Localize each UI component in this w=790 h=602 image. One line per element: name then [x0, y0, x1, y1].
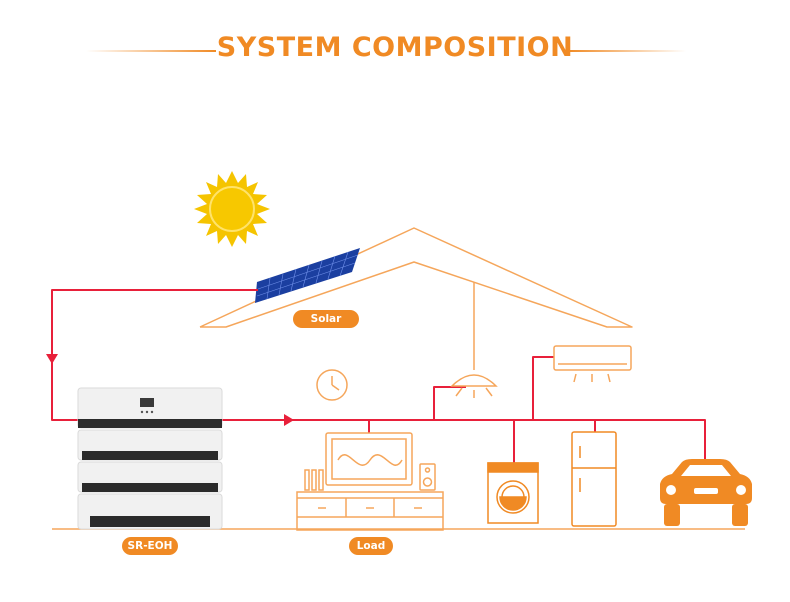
- refrigerator-icon: [571, 431, 617, 527]
- arrow-down-icon: [46, 354, 58, 364]
- clock-icon: [316, 369, 348, 401]
- solar-panel-icon: [255, 248, 360, 303]
- house-roof: [199, 227, 633, 328]
- sun-icon: [194, 171, 270, 247]
- title-rule-left: [86, 50, 216, 52]
- solar-panel-label: Solar panel: [293, 310, 359, 343]
- arrow-right-icon: [284, 414, 294, 426]
- title-rule-right: [568, 50, 686, 52]
- tv-cabinet-icon: [296, 432, 444, 531]
- battery-label: SR-EOH: [122, 537, 178, 555]
- ceiling-lamp-icon: [450, 282, 498, 398]
- car-icon: [660, 459, 752, 526]
- speaker-icon: [419, 463, 436, 491]
- air-conditioner-icon: [553, 345, 632, 383]
- page-title: SYSTEM COMPOSITION: [216, 32, 574, 63]
- battery-stack-icon: [77, 387, 223, 530]
- load-label: Load: [349, 537, 393, 555]
- header: SYSTEM COMPOSITION: [0, 28, 790, 72]
- washing-machine-icon: [487, 462, 539, 524]
